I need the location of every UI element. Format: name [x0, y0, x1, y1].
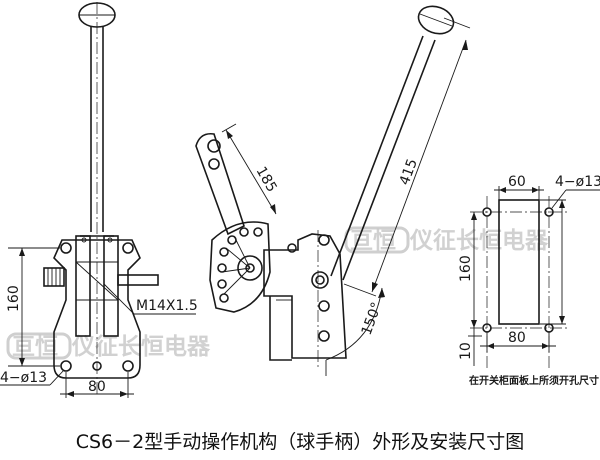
middle-dim-angle: 150°: [359, 300, 386, 337]
right-dim-top-width: 60: [508, 174, 526, 190]
link-arm: [195, 132, 245, 236]
output-shaft: [117, 274, 159, 286]
left-dim-height: 160: [6, 285, 22, 312]
ball-knob-angled: [417, 5, 455, 35]
right-view-note: 在开关柜面板上所须开孔尺寸: [469, 374, 599, 387]
watermark-top-right: 亘恒 仪征长恒电器: [344, 226, 549, 254]
panel-cutout: [498, 199, 540, 325]
watermark-logo-letters: 亘恒: [12, 334, 58, 360]
middle-view: 185: [195, 5, 471, 376]
watermark-text-left: 仪征长恒电器: [71, 334, 211, 360]
base-frame: [263, 233, 347, 359]
mount-hole: [122, 360, 134, 372]
watermark-bottom-left: 亘恒 仪征长恒电器: [6, 332, 211, 360]
left-dim-width: 80: [88, 379, 106, 395]
watermark-logo-letters: 亘恒: [350, 228, 396, 254]
middle-dim-link: 185: [253, 164, 280, 195]
middle-dim-handle: 415: [397, 157, 421, 188]
threaded-bolt: [43, 267, 65, 287]
right-dim-offset: 10: [458, 342, 474, 360]
right-view: 60 4−ø13 160 80 10 在开关柜面板上所须开孔尺寸: [458, 174, 600, 387]
right-dim-height: 160: [458, 255, 474, 282]
mount-hole: [60, 360, 72, 372]
drawing-caption: CS6－2型手动操作机构（球手柄）外形及安装尺寸图: [76, 431, 525, 453]
left-dim-holes: 4−ø13: [0, 370, 47, 386]
left-view: 160 80 4−ø13 M14X1.5: [0, 2, 198, 398]
sector-plate: [209, 221, 271, 313]
mount-hole: [122, 242, 134, 254]
long-handle: [330, 35, 424, 277]
right-dim-bottom-width: 80: [508, 330, 526, 346]
watermark-text-right: 仪征长恒电器: [409, 228, 549, 254]
left-dim-thread: M14X1.5: [136, 298, 198, 314]
right-dim-holes: 4−ø13: [555, 174, 600, 190]
mount-hole: [60, 242, 72, 254]
